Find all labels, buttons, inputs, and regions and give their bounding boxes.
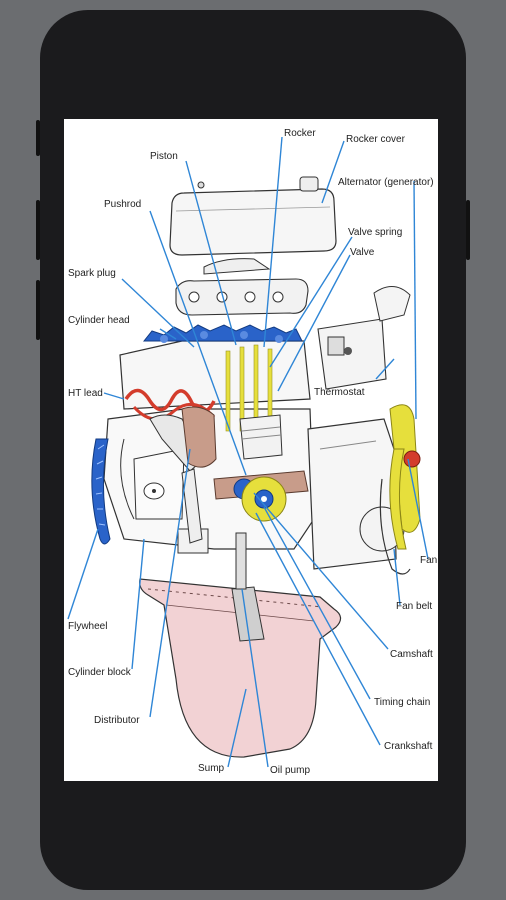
label-valve: Valve: [350, 247, 375, 258]
alternator-fan-illustration: [379, 404, 421, 575]
crankshaft-illustration: [213, 470, 309, 522]
volume-down-button: [36, 200, 40, 260]
label-fan: Fan: [420, 555, 437, 566]
label-flywheel: Flywheel: [68, 621, 107, 632]
label-thermostat: Thermostat: [314, 387, 365, 398]
label-fan-belt: Fan belt: [396, 601, 432, 612]
rocker-cover-illustration: [169, 176, 337, 256]
label-rocker-cover: Rocker cover: [346, 134, 406, 145]
piston-illustration: [239, 414, 283, 460]
gasket-illustration: [175, 258, 309, 316]
label-pushrod: Pushrod: [104, 199, 141, 210]
label-oil-pump: Oil pump: [270, 765, 310, 776]
label-piston: Piston: [150, 151, 178, 162]
label-timing-chain: Timing chain: [374, 697, 430, 708]
label-spark-plug: Spark plug: [68, 268, 116, 279]
engine-diagram: Rocker Rocker cover Piston Alternator (g…: [67, 128, 437, 776]
oil-pump-illustration: [231, 532, 265, 642]
label-cylinder-head: Cylinder head: [68, 315, 130, 326]
label-alternator: Alternator (generator): [338, 177, 434, 188]
label-sump: Sump: [198, 763, 225, 774]
leader-lines: [67, 136, 429, 768]
thermostat-illustration: [317, 286, 411, 390]
label-distributor: Distributor: [94, 715, 140, 726]
cylinder-head-illustration: [119, 324, 311, 410]
labels: Rocker Rocker cover Piston Alternator (g…: [68, 128, 437, 776]
distributor-illustration: [149, 406, 217, 544]
volume-up-button: [36, 120, 40, 156]
screen: Rocker Rocker cover Piston Alternator (g…: [64, 119, 438, 781]
label-camshaft: Camshaft: [390, 649, 433, 660]
power-button: [466, 200, 470, 260]
label-cylinder-block: Cylinder block: [68, 667, 132, 678]
label-rocker: Rocker: [284, 128, 316, 139]
label-ht-lead: HT lead: [68, 388, 103, 399]
mute-switch: [36, 280, 40, 340]
flywheel-illustration: [91, 438, 111, 545]
label-valve-spring: Valve spring: [348, 227, 402, 238]
label-crankshaft: Crankshaft: [384, 741, 433, 752]
